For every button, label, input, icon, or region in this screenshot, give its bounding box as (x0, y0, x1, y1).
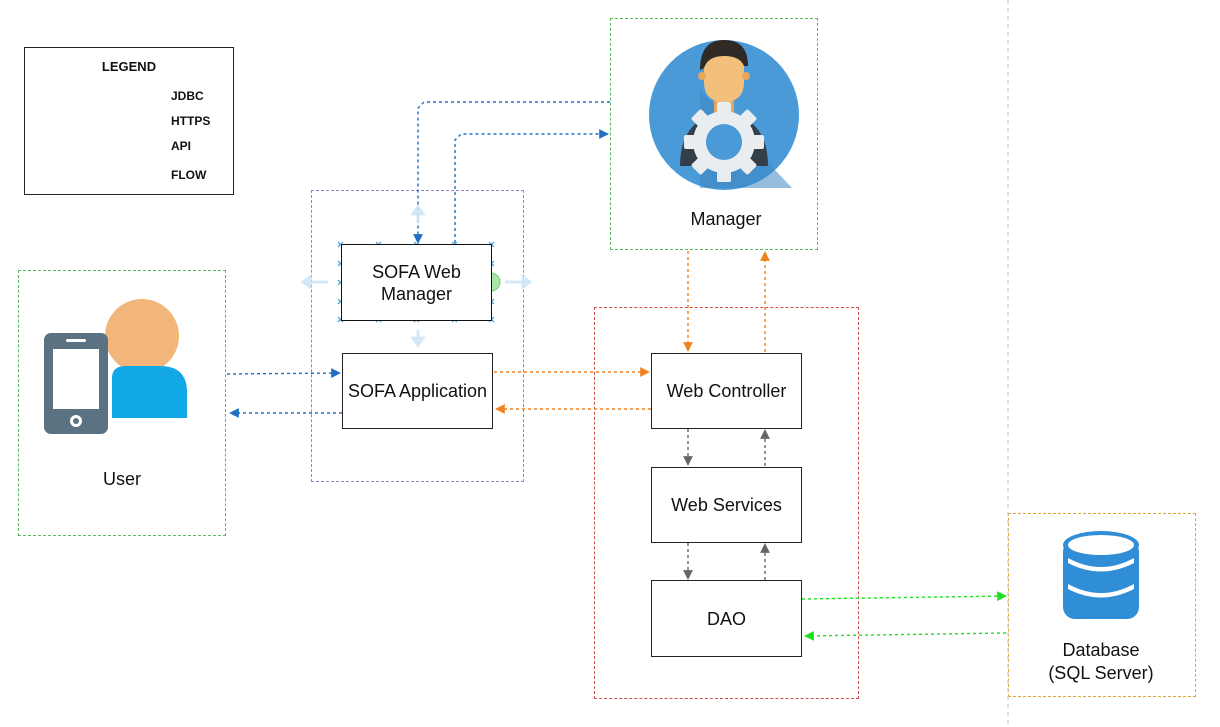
database-label-line2: (SQL Server) (1048, 663, 1154, 683)
edge-web-manager-to-manager (454, 129, 609, 243)
edge-dao-to-database (801, 591, 1007, 602)
sofa-web-manager-box[interactable]: SOFA Web Manager (341, 244, 492, 321)
legend-title: LEGEND (101, 59, 157, 74)
manager-region (610, 18, 818, 250)
dao-box[interactable]: DAO (651, 580, 802, 657)
sofa-web-manager-line2: Manager (380, 283, 453, 304)
user-region (18, 270, 226, 536)
database-icon (1063, 531, 1139, 619)
web-controller-label: Web Controller (666, 381, 787, 401)
manager-gear-icon (649, 40, 799, 190)
edge-user-to-sofa-app (226, 368, 341, 378)
legend-label-https: HTTPS (171, 114, 211, 128)
web-controller-box[interactable]: Web Controller (651, 353, 802, 429)
dao-label: DAO (706, 608, 746, 629)
sofa-application-label: SOFA Application (347, 381, 488, 401)
legend-label-api: API (171, 139, 192, 153)
sofa-web-manager-line1: SOFA Web (372, 261, 461, 282)
database-region (1008, 513, 1196, 697)
web-services-box[interactable]: Web Services (651, 467, 802, 543)
edge-manager-to-web-manager (413, 101, 610, 244)
backend-region (594, 307, 859, 699)
legend-label-flow: FLOW (171, 168, 207, 182)
database-label-line1: Database (1062, 640, 1140, 660)
web-services-label: Web Services (671, 495, 782, 515)
mobile-user-icon (44, 299, 187, 434)
legend: LEGEND JDBC HTTPS API FLOW (24, 47, 234, 195)
edge-database-to-dao (804, 630, 1007, 641)
legend-label-jdbc: JDBC (171, 89, 204, 103)
manager-label: Manager (690, 209, 762, 229)
sofa-application-box[interactable]: SOFA Application (342, 353, 493, 429)
user-label: User (102, 469, 141, 489)
